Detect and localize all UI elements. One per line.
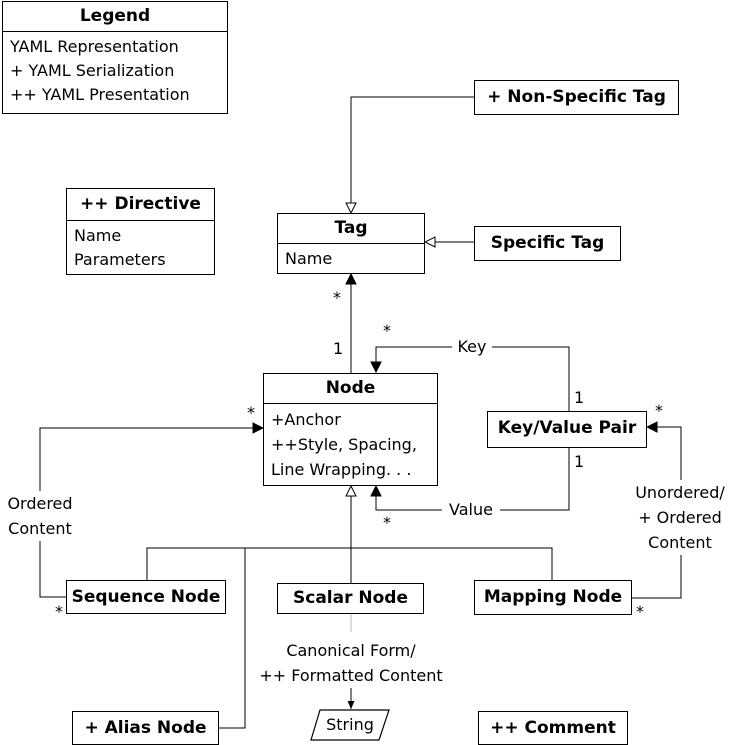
- alias-node-box: + Alias Node: [72, 711, 219, 745]
- unordered-content-line-2: + Ordered: [638, 508, 722, 527]
- tag-attributes: Name: [278, 243, 424, 271]
- canonical-form-line-1: Canonical Form/: [286, 641, 416, 660]
- mult-tag-star: *: [333, 288, 341, 307]
- mult-key-star: *: [383, 321, 391, 340]
- string-shape: [310, 709, 390, 741]
- mult-value-star: *: [383, 513, 391, 532]
- generalization-bus: [146, 547, 553, 583]
- comment-box: ++ Comment: [478, 711, 628, 745]
- node-box: Node +Anchor ++Style, Spacing, Line Wrap…: [263, 373, 438, 486]
- node-attr-anchor: +Anchor: [271, 410, 341, 429]
- mult-kv-right-star: *: [655, 401, 663, 420]
- ordered-content-label: Ordered Content: [4, 491, 76, 541]
- canonical-form-line-2: ++ Formatted Content: [259, 666, 443, 685]
- non-specific-tag-generalization: [351, 96, 474, 213]
- ordered-content-line-1: Ordered: [7, 494, 73, 513]
- legend-entry-serialization: + YAML Serialization: [10, 61, 175, 80]
- key-value-pair-title: Key/Value Pair: [497, 418, 637, 438]
- mult-node-one: 1: [333, 339, 344, 358]
- legend: Legend YAML Representation + YAML Serial…: [2, 1, 228, 114]
- specific-tag-box: Specific Tag: [474, 226, 621, 261]
- mult-map-star: *: [636, 602, 644, 621]
- mult-kv-key-one: 1: [574, 388, 585, 407]
- comment-title: ++ Comment: [490, 718, 616, 738]
- directive-attributes: Name Parameters: [67, 220, 214, 272]
- scalar-node-box: Scalar Node: [277, 583, 424, 614]
- sequence-node-title: Sequence Node: [71, 587, 221, 607]
- non-specific-tag-title: + Non-Specific Tag: [487, 87, 666, 107]
- unordered-content-label: Unordered/ + Ordered Content: [626, 480, 734, 555]
- legend-entry-representation: YAML Representation: [10, 37, 179, 56]
- tag-attr-name: Name: [285, 249, 333, 268]
- mult-node-left-star: *: [247, 403, 255, 422]
- non-specific-tag-box: + Non-Specific Tag: [474, 80, 679, 115]
- unordered-content-line-1: Unordered/: [635, 483, 725, 502]
- canonical-form-label: Canonical Form/ ++ Formatted Content: [251, 638, 451, 688]
- legend-entries: YAML Representation + YAML Serialization…: [3, 31, 227, 107]
- alias-generalization: [219, 548, 246, 729]
- mapping-node-title: Mapping Node: [483, 587, 623, 607]
- node-attributes: +Anchor ++Style, Spacing, Line Wrapping.…: [264, 403, 437, 482]
- directive-box: ++ Directive Name Parameters: [66, 188, 215, 275]
- unordered-content-line-3: Content: [648, 533, 712, 552]
- node-attr-style: ++Style, Spacing,: [271, 435, 417, 454]
- ordered-content-line-2: Content: [8, 519, 72, 538]
- key-label: Key: [452, 337, 492, 357]
- tag-title: Tag: [334, 218, 368, 238]
- directive-attr-parameters: Parameters: [74, 250, 166, 269]
- mult-seq-star: *: [55, 602, 63, 621]
- directive-attr-name: Name: [74, 226, 122, 245]
- legend-entry-presentation: ++ YAML Presentation: [10, 85, 190, 104]
- node-title: Node: [325, 378, 376, 398]
- alias-node-title: + Alias Node: [84, 718, 207, 738]
- sequence-node-box: Sequence Node: [66, 580, 226, 614]
- node-attr-line-wrapping: Line Wrapping. . .: [271, 460, 412, 479]
- specific-tag-title: Specific Tag: [490, 233, 605, 253]
- mapping-node-box: Mapping Node: [474, 580, 632, 615]
- tag-box: Tag Name: [277, 213, 425, 274]
- mult-kv-value-one: 1: [574, 452, 585, 471]
- value-label: Value: [442, 500, 500, 520]
- string-label: String: [326, 715, 374, 734]
- key-value-pair-box: Key/Value Pair: [487, 411, 647, 448]
- scalar-node-title: Scalar Node: [293, 588, 408, 608]
- directive-title: ++ Directive: [80, 194, 201, 214]
- legend-title: Legend: [79, 6, 151, 26]
